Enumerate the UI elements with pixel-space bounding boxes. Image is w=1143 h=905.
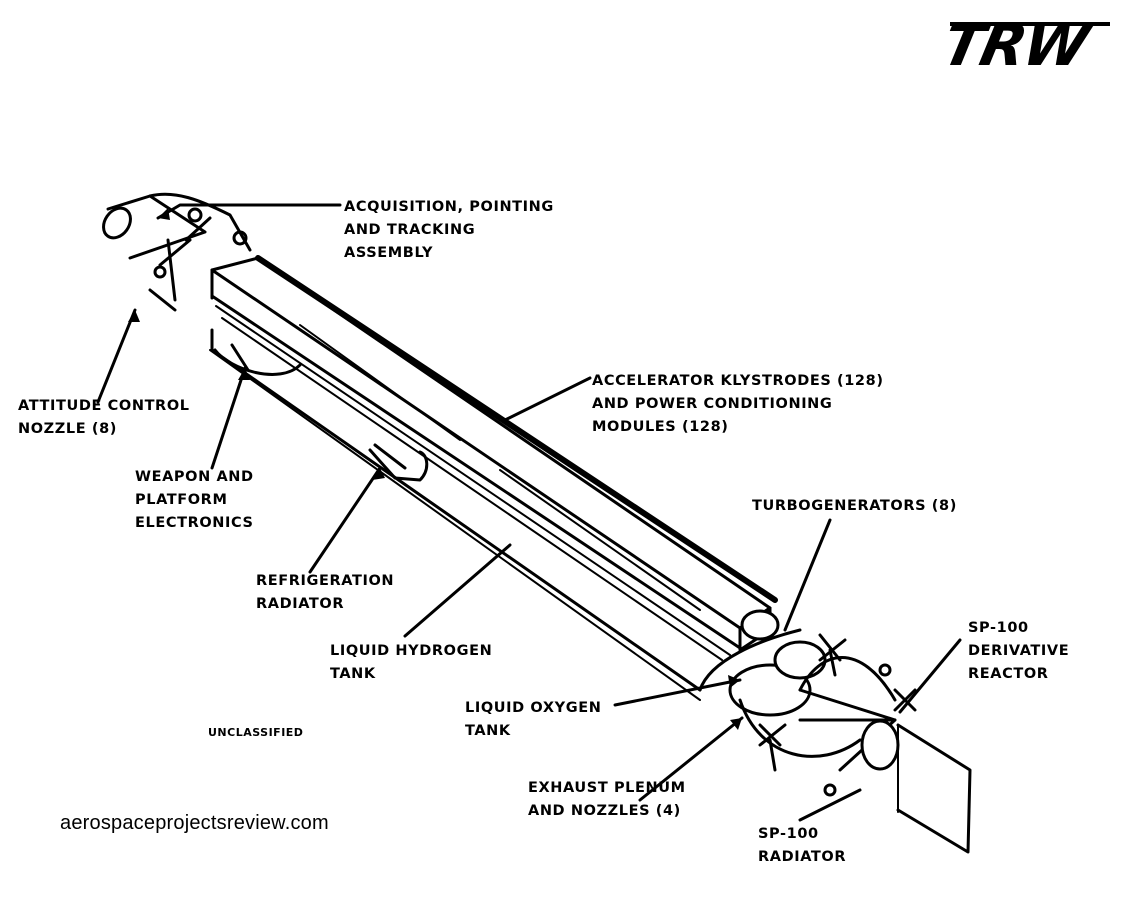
label-liquid-oxygen: LIQUID OXYGEN TANK [465,700,602,739]
classification-mark: UNCLASSIFIED [208,726,304,739]
label-liquid-hydrogen: LIQUID HYDROGEN TANK [330,643,493,682]
label-acquisition: ACQUISITION, POINTING AND TRACKING ASSEM… [344,199,554,261]
label-sp100-radiator: SP-100 RADIATOR [758,826,847,865]
label-sp100-reactor: SP-100 DERIVATIVE REACTOR [968,620,1070,682]
watermark-url: aerospaceprojectsreview.com [60,812,329,834]
label-exhaust-plenum: EXHAUST PLENUM AND NOZZLES (4) [528,780,686,819]
label-attitude-control: ATTITUDE CONTROL NOZZLE (8) [18,398,190,437]
rear-section-drawing [698,609,972,854]
label-accelerator: ACCELERATOR KLYSTRODES (128) AND POWER C… [592,373,884,435]
label-weapon-electronics: WEAPON AND PLATFORM ELECTRONICS [135,469,254,531]
leader-lines [96,203,962,822]
trw-logo: TRW [936,11,1094,79]
arrowheads [128,208,742,730]
label-refrigeration-radiator: REFRIGERATION RADIATOR [256,573,395,612]
main-body-drawing [209,255,778,701]
acquisition-assembly-drawing [102,192,252,312]
logo-bar [950,22,1110,26]
label-turbogenerators: TURBOGENERATORS (8) [752,498,957,514]
